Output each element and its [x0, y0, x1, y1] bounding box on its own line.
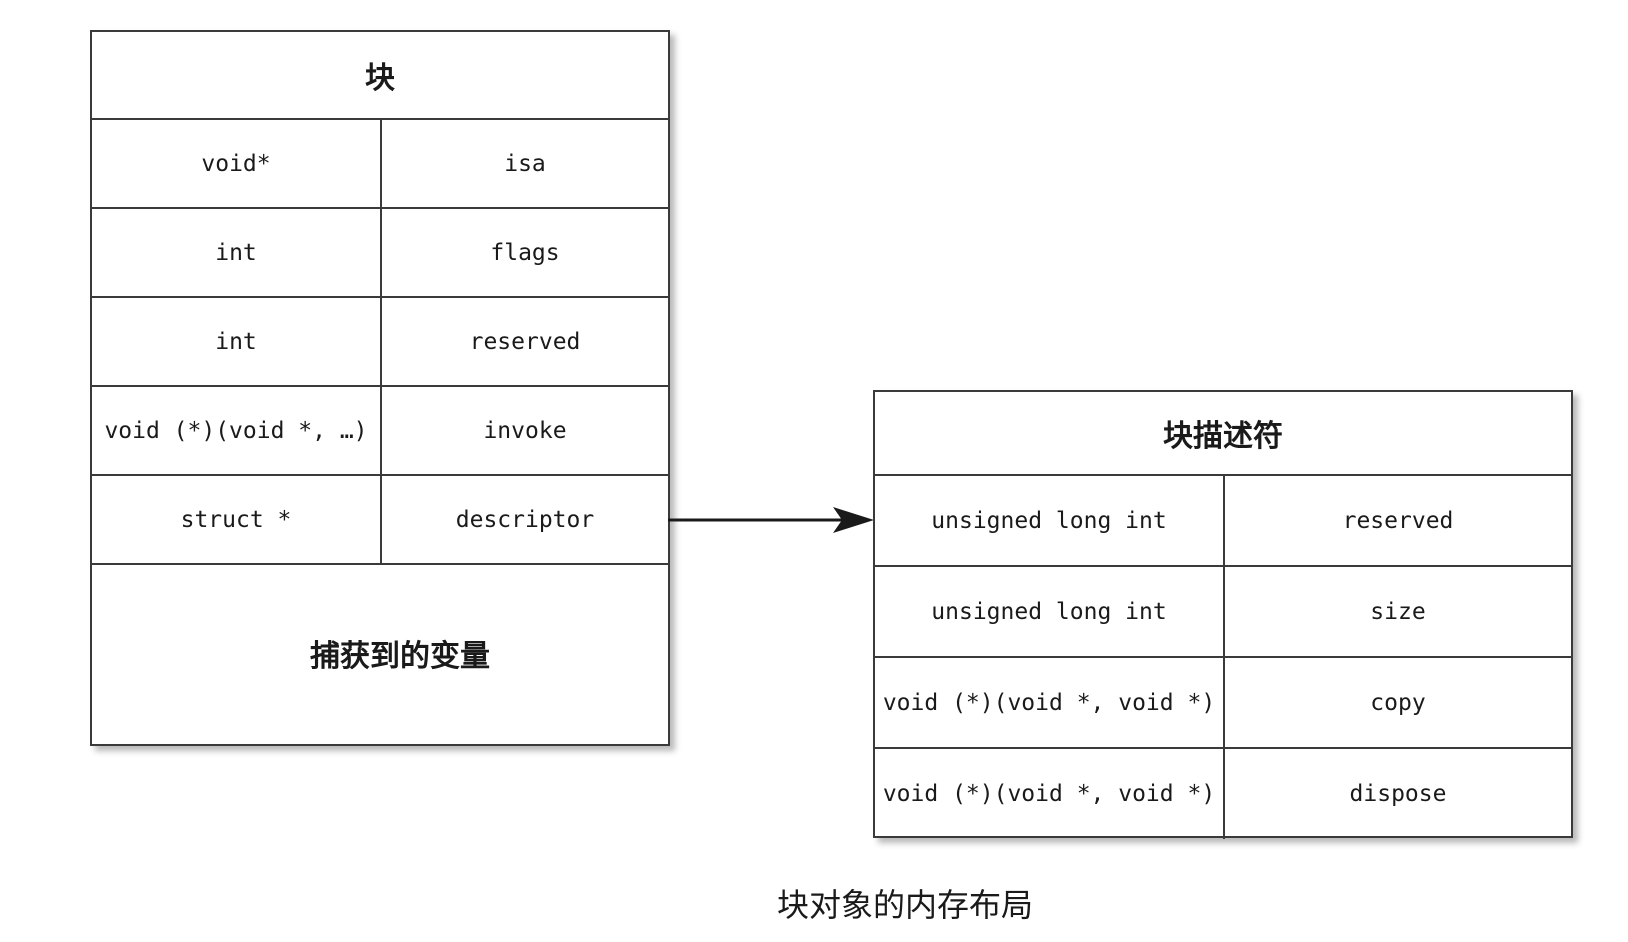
block-row-type: void*	[92, 120, 382, 207]
figure-caption: 块对象的内存布局	[776, 886, 1033, 924]
descriptor-row-size: unsigned long int size	[875, 567, 1571, 658]
block-row-field: invoke	[483, 417, 567, 444]
captured-variables-section: 捕获到的变量	[310, 639, 490, 674]
block-descriptor-box: 块描述符 unsigned long int reserved unsigned…	[873, 390, 1573, 839]
block-row-field: flags	[490, 239, 560, 266]
block-row-field: descriptor	[455, 506, 595, 533]
descriptor-row-type: void (*)(void *, void *)	[875, 658, 1225, 747]
block-row-descriptor: struct * descriptor	[92, 476, 668, 565]
descriptor-row-type: unsigned long int	[875, 567, 1225, 656]
block-row-invoke: void (*)(void *, …) invoke	[92, 387, 668, 476]
descriptor-title: 块描述符	[875, 392, 1571, 476]
block-struct-box: 块 void* isa int flags int reserved void …	[90, 30, 670, 746]
descriptor-row-type: void (*)(void *, void *)	[875, 749, 1225, 839]
descriptor-row-field: size	[1370, 598, 1426, 625]
block-row-flags: int flags	[92, 209, 668, 298]
descriptor-row-field: dispose	[1349, 781, 1447, 807]
block-row-isa: void* isa	[92, 120, 668, 209]
block-row-reserved: int reserved	[92, 298, 668, 387]
descriptor-row-copy: void (*)(void *, void *) copy	[875, 658, 1571, 749]
block-row-type: struct *	[92, 476, 382, 563]
block-title: 块	[92, 32, 668, 120]
descriptor-row-reserved: unsigned long int reserved	[875, 476, 1571, 567]
block-row-field: isa	[504, 150, 546, 177]
descriptor-pointer-arrow	[668, 507, 874, 533]
block-row-type: int	[92, 209, 382, 296]
descriptor-row-field: reserved	[1342, 507, 1454, 534]
block-row-field: reserved	[469, 328, 581, 355]
descriptor-row-dispose: void (*)(void *, void *) dispose	[875, 749, 1571, 839]
descriptor-row-type: unsigned long int	[875, 476, 1225, 565]
block-row-type: int	[92, 298, 382, 385]
block-row-type: void (*)(void *, …)	[92, 387, 382, 474]
descriptor-row-field: copy	[1370, 689, 1426, 716]
